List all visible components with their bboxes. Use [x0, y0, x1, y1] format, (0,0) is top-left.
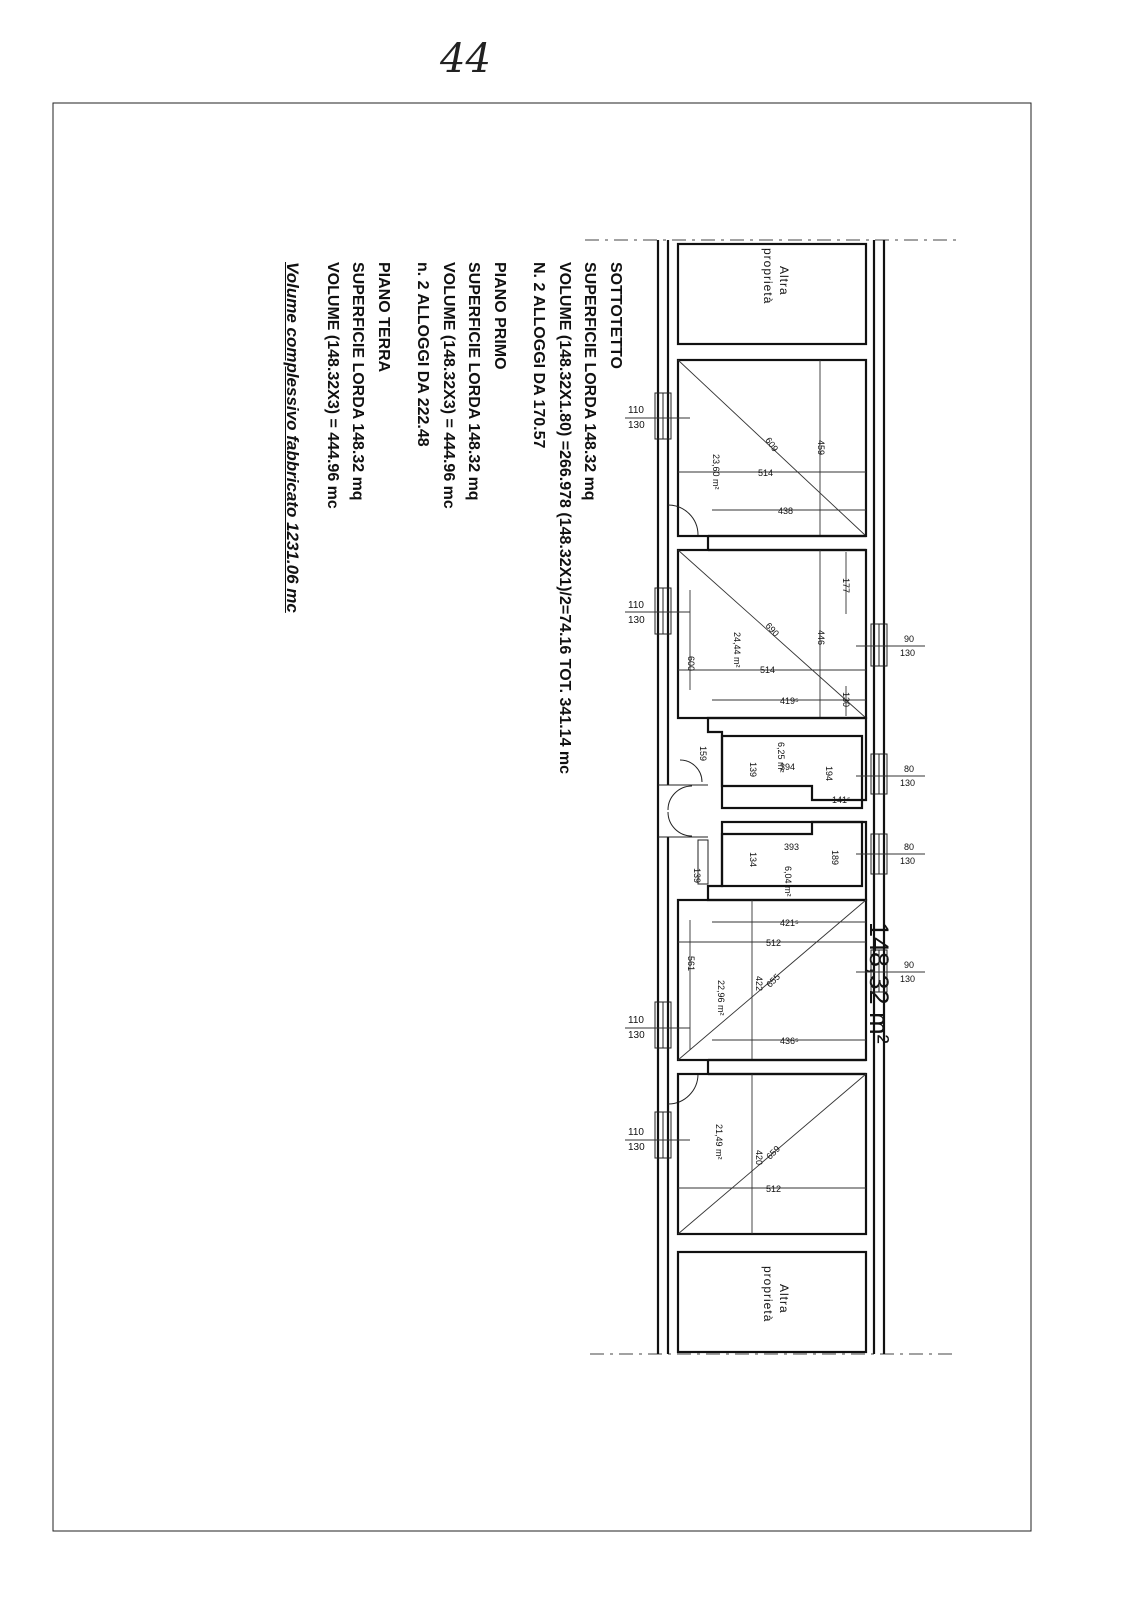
svg-text:130: 130 [900, 974, 915, 984]
sottotetto-alloggi: N. 2 ALLOGGI DA 170.57 [530, 262, 548, 449]
svg-text:130: 130 [628, 1030, 645, 1041]
svg-text:90: 90 [904, 960, 914, 970]
room-2-area: 24,44 m² [732, 632, 742, 668]
page-mark: 44 [439, 36, 491, 82]
room-4-h1: 134 [748, 852, 758, 867]
room-5-height: 422 [754, 976, 764, 991]
svg-text:80: 80 [904, 764, 914, 774]
sottotetto-volume: VOLUME (148.32X1.80) =266.978 (148.32X1)… [556, 262, 573, 775]
room-3-width: 394 [780, 762, 795, 772]
room-3-area: 6,25 m² [776, 742, 786, 773]
room-5-area: 22,96 m² [716, 980, 726, 1016]
room-3-door: 159 [698, 746, 708, 761]
altra-top-2: proprietà [761, 248, 775, 304]
room-6-height: 420 [754, 1150, 764, 1165]
room-2-extra: 177 [841, 578, 851, 593]
room-4-width: 393 [784, 842, 799, 852]
piano-primo-alloggi: n. 2 ALLOGGI DA 222.48 [414, 262, 432, 447]
room-5-width: 512 [766, 938, 781, 948]
svg-text:130: 130 [900, 648, 915, 658]
altra-top-1: Altra [777, 266, 791, 296]
room-5-side: 561 [686, 956, 696, 971]
room-2-side: 600 [686, 656, 696, 671]
window-right-1: 90 130 [856, 623, 925, 667]
window-left-3: 110 130 [625, 1001, 690, 1049]
altra-bottom-1: Altra [777, 1284, 791, 1314]
svg-text:130: 130 [628, 420, 645, 431]
room-3 [720, 734, 864, 810]
room-5-diag: 655 [764, 972, 782, 990]
window-right-4: 90 130 [856, 949, 925, 993]
window-right-2: 80 130 [856, 753, 925, 795]
svg-text:110: 110 [628, 600, 644, 611]
piano-terra-volume: VOLUME (148.32X3) = 444.96 mc [324, 262, 341, 509]
sheet-frame [52, 102, 1032, 1532]
room-2-extra2: 130 [841, 692, 851, 707]
piano-primo-volume: VOLUME (148.32X3) = 444.96 mc [440, 262, 457, 509]
window-left-2: 110 130 [625, 587, 690, 635]
room-4-h2: 189 [830, 850, 840, 865]
room-3-h1: 139 [748, 762, 758, 777]
svg-text:130: 130 [900, 856, 915, 866]
window-left-1: 110 130 [625, 392, 690, 440]
room-1-height: 459 [816, 440, 826, 455]
room-6 [676, 1072, 868, 1236]
room-2-diag: 690 [764, 621, 781, 639]
room-6-area: 21,49 m² [714, 1124, 724, 1160]
room-5-inner2: 436⁵ [780, 1036, 799, 1046]
svg-text:110: 110 [628, 405, 644, 416]
piano-terra-title: PIANO TERRA [375, 262, 392, 373]
room-1-diag: 609 [763, 435, 780, 453]
piano-primo-superficie: SUPERFICIE LORDA 148.32 mq [465, 262, 483, 501]
piano-terra-superficie: SUPERFICIE LORDA 148.32 mq [349, 262, 367, 501]
room-3-w2: 141⁵ [832, 795, 851, 805]
svg-text:130: 130 [628, 615, 645, 626]
room-6-width: 512 [766, 1184, 781, 1194]
room-4-area: 6,04 m² [783, 866, 793, 897]
room-1-inner: 438 [778, 506, 793, 516]
svg-text:130: 130 [900, 778, 915, 788]
room-3-h2: 194 [824, 766, 834, 781]
svg-text:110: 110 [628, 1127, 644, 1138]
piano-primo-title: PIANO PRIMO [491, 262, 508, 370]
room-4-door: 139 [692, 868, 702, 883]
neighbour-bottom [676, 1250, 868, 1354]
sottotetto-title: SOTTOTETTO [607, 262, 624, 369]
volume-total: Volume complessivo fabbricato 1231.06 mc [283, 262, 303, 613]
svg-text:90: 90 [904, 634, 914, 644]
room-2-width: 514 [760, 665, 775, 675]
window-right-3: 80 130 [856, 833, 925, 875]
room-4-wall [706, 820, 868, 902]
room-5-inner: 421⁵ [780, 918, 799, 928]
room-2-height: 446 [816, 630, 826, 645]
altra-bottom-2: proprietà [761, 1266, 775, 1322]
room-1-area: 23,60 m² [711, 454, 721, 490]
volume-notes: SOTTOTETTO SUPERFICIE LORDA 148.32 mq VO… [280, 262, 628, 774]
room-2-inner: 419⁵ [780, 696, 799, 706]
room-3-wall [706, 716, 868, 802]
svg-text:110: 110 [628, 1015, 644, 1026]
neighbour-top [676, 242, 868, 346]
room-1-width: 514 [758, 468, 773, 478]
window-left-4: 110 130 [625, 1111, 690, 1159]
svg-text:80: 80 [904, 842, 914, 852]
sottotetto-superficie: SUPERFICIE LORDA 148.32 mq [581, 262, 599, 501]
svg-text:130: 130 [628, 1142, 645, 1153]
